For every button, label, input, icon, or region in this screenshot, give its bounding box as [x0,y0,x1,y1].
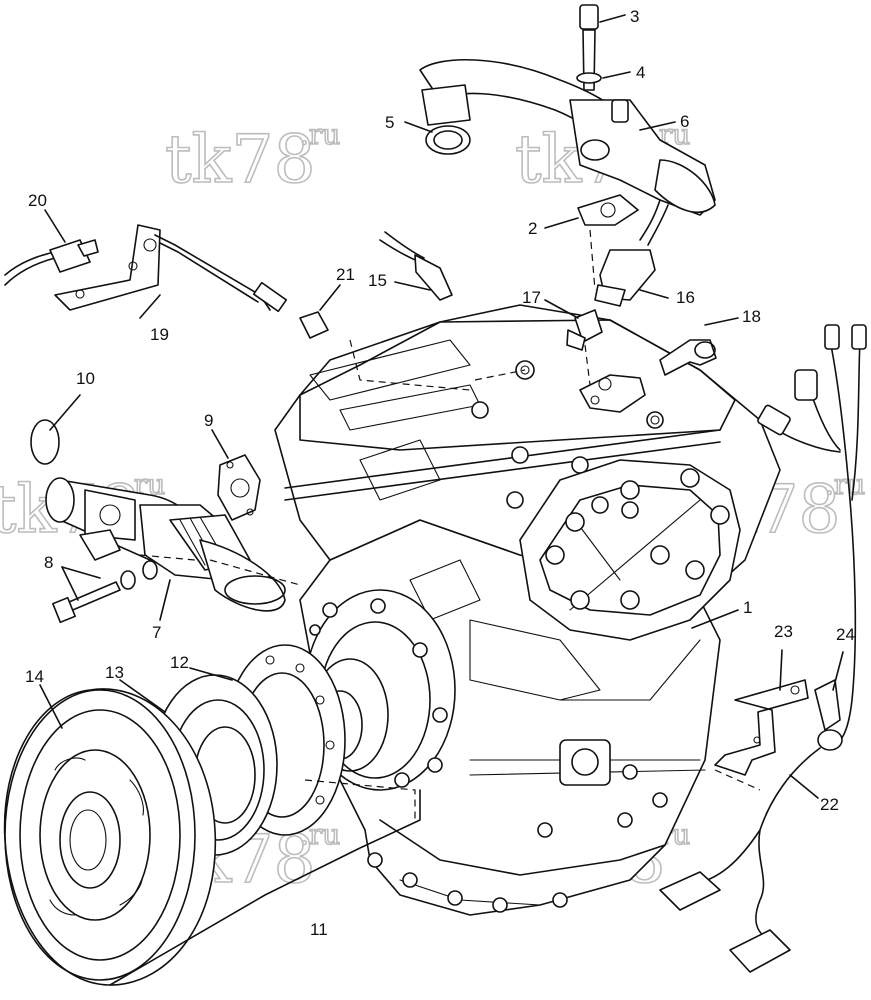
callout-labels: 1 2 3 4 5 6 7 8 9 10 11 12 13 14 15 16 1… [25,7,855,939]
callout-3: 3 [630,7,639,26]
watermark-suffix: .ru [300,118,340,151]
callout-8: 8 [44,553,53,572]
assembly-guide-lines [139,229,761,820]
switches-and-fittings [4,199,717,413]
callout-23: 23 [774,622,793,641]
callout-4: 4 [636,63,645,82]
part-11-bracket [109,789,421,986]
callout-15: 15 [368,271,387,290]
callout-22: 22 [820,795,839,814]
callout-2: 2 [528,219,537,238]
leader-lines [39,14,844,799]
callout-24: 24 [836,625,855,644]
callout-12: 12 [170,653,189,672]
callout-19: 19 [150,325,169,344]
watermark-text: tk78 [165,121,316,198]
cylinder-head [519,459,741,641]
clutch-assembly [3,644,346,986]
callout-11: 11 [310,920,328,939]
callout-14: 14 [25,667,44,686]
suction-service-valve [30,419,286,624]
callout-1: 1 [743,598,752,617]
callout-10: 10 [76,369,95,388]
callout-5: 5 [385,113,394,132]
callout-13: 13 [105,663,124,682]
wiring-harness [659,324,867,973]
callout-7: 7 [152,623,161,642]
callout-16: 16 [676,288,695,307]
discharge-service-valve [419,4,716,226]
callout-20: 20 [28,191,47,210]
callout-6: 6 [680,112,689,131]
watermark-suffix: .ru [825,468,865,501]
callout-21: 21 [336,265,355,284]
callout-17: 17 [522,288,541,307]
callout-18: 18 [742,307,761,326]
callout-9: 9 [204,411,213,430]
